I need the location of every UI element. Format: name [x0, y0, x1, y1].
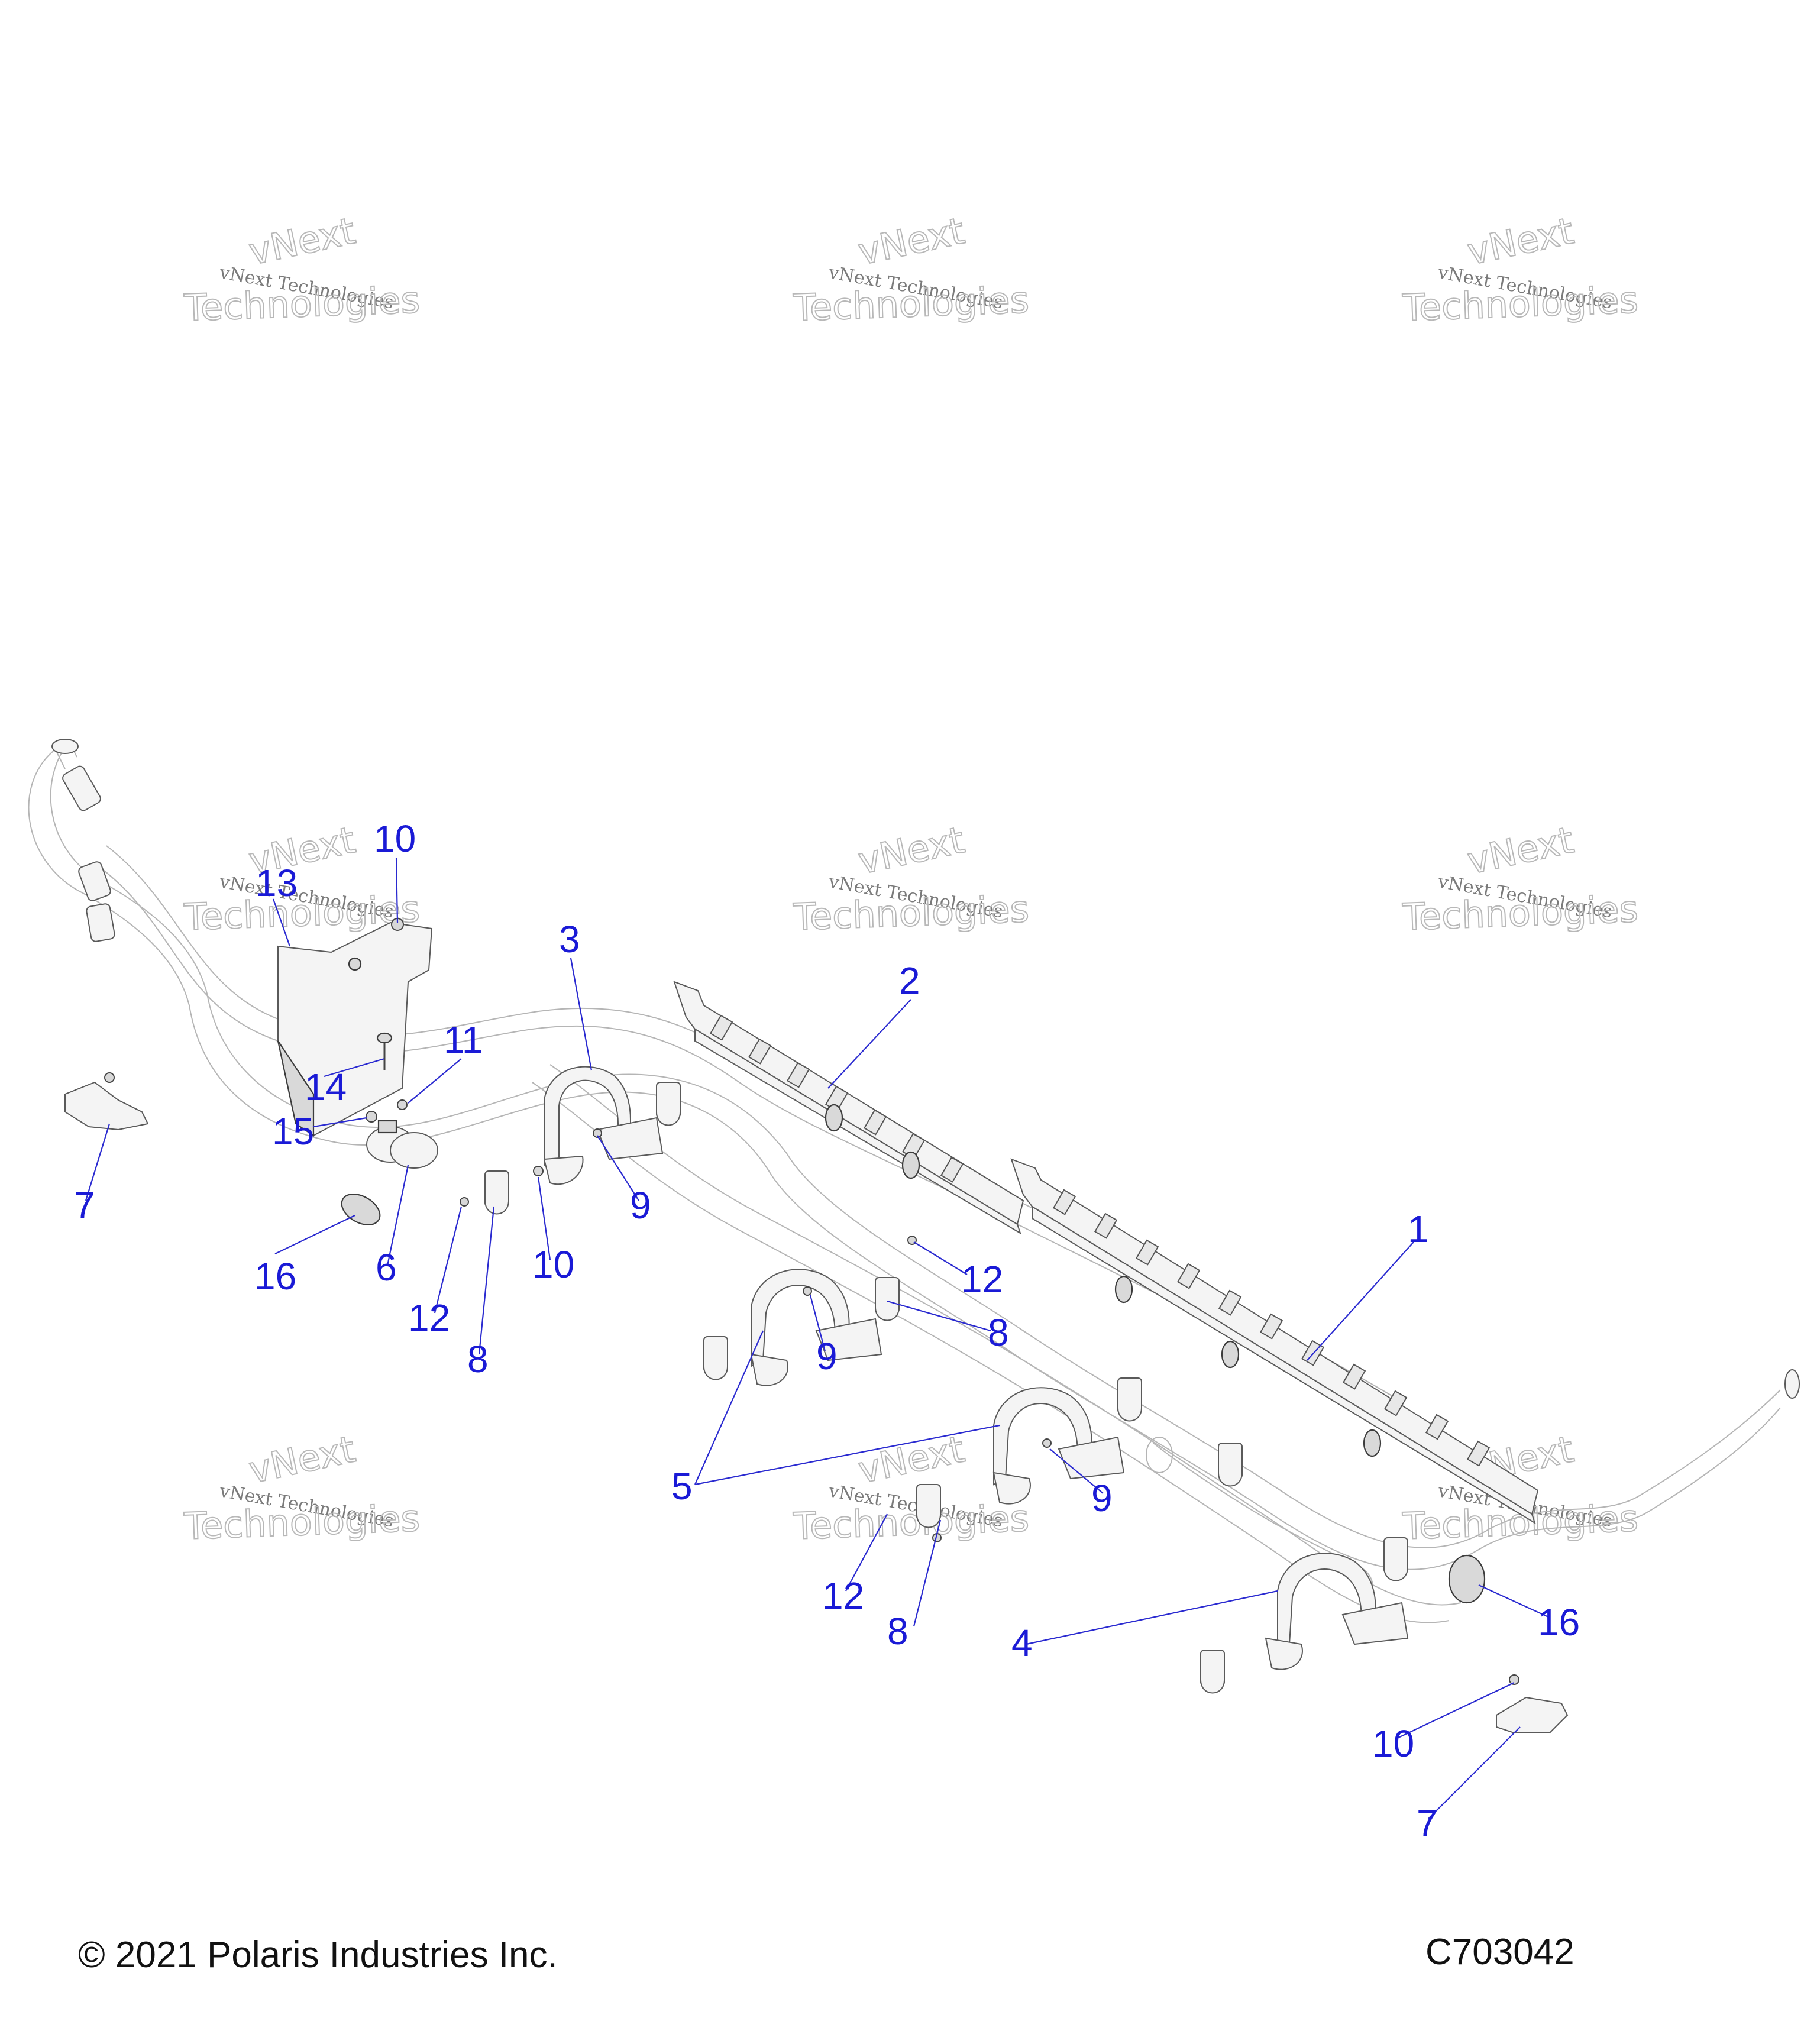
- bumper-7-left: [64, 1081, 149, 1131]
- callout-7-left: 7: [74, 1184, 95, 1227]
- copyright-text: © 2021 Polaris Industries Inc.: [78, 1935, 558, 1975]
- watermark-vnext: vNext: [245, 209, 359, 273]
- callout-5: 5: [671, 1465, 693, 1508]
- watermark-vnext: vNext: [1464, 209, 1577, 273]
- watermark-technologies: Technologies: [1401, 278, 1639, 329]
- gasket-16-right: [1448, 1554, 1486, 1604]
- watermark-technologies: Technologies: [792, 1496, 1030, 1548]
- watermark-technologies: Technologies: [792, 887, 1030, 939]
- watermark-technologies: Technologies: [183, 1496, 421, 1548]
- watermark-technologies: Technologies: [792, 278, 1030, 329]
- hanger-straps: [543, 1066, 1409, 1670]
- leader-lines: [85, 857, 1550, 1819]
- hanger-strap-5b: [992, 1387, 1125, 1505]
- bumper-7-right: [1496, 1696, 1569, 1733]
- mounting-rail-right: [1010, 1158, 1539, 1525]
- callout-4: 4: [1011, 1622, 1033, 1664]
- band-clamp: [366, 1120, 438, 1169]
- watermark-vnext: vNext: [245, 1427, 359, 1492]
- callout-1: 1: [1408, 1208, 1429, 1250]
- hanger-strap-3: [543, 1066, 664, 1185]
- callout-8-mid: 8: [988, 1311, 1009, 1354]
- watermark-vnext: vNext: [855, 209, 968, 273]
- watermark-vnext: vNext: [1464, 818, 1577, 882]
- callout-16-right: 16: [1538, 1601, 1580, 1644]
- callout-10-top: 10: [374, 817, 416, 860]
- callout-16-left: 16: [254, 1255, 296, 1298]
- heat-shield: [277, 921, 433, 1137]
- callout-8-lower: 8: [887, 1610, 908, 1652]
- hanger-strap-4: [1265, 1553, 1409, 1670]
- figure-id: C703042: [1425, 1932, 1574, 1972]
- clamps: [484, 1082, 1408, 1694]
- fasteners: [104, 918, 1519, 1685]
- callout-9-upper: 9: [630, 1184, 651, 1227]
- watermark-vnext: vNext: [855, 1427, 968, 1492]
- callout-9-lower: 9: [1091, 1477, 1113, 1519]
- callout-12-left: 12: [408, 1296, 450, 1339]
- callout-2: 2: [899, 959, 920, 1002]
- callout-10-right: 10: [1372, 1722, 1414, 1765]
- callout-11: 11: [444, 1018, 483, 1061]
- watermark-technologies: Technologies: [1401, 887, 1639, 939]
- callout-15: 15: [272, 1110, 314, 1153]
- callout-labels: 1 2 3 4 5 6 7 7 8 8 8 9 9 9 10 10 10 11 …: [74, 817, 1580, 1845]
- callout-3: 3: [559, 918, 580, 960]
- mounting-rail-left: [673, 981, 1024, 1235]
- watermark-technologies: Technologies: [183, 278, 421, 329]
- callout-12-lower: 12: [822, 1574, 864, 1617]
- watermark-vnext: vNext: [855, 818, 968, 882]
- callout-9-mid: 9: [816, 1335, 838, 1377]
- callout-13: 13: [256, 862, 298, 904]
- callout-7-right: 7: [1417, 1802, 1438, 1845]
- hanger-strap-5a: [750, 1269, 882, 1386]
- callout-8-left: 8: [467, 1338, 489, 1380]
- callout-10-mid: 10: [532, 1243, 574, 1286]
- watermark-layer: vNext vNext Technologies Technologies vN…: [182, 208, 1640, 1548]
- callout-12-mid: 12: [961, 1258, 1003, 1301]
- callout-14: 14: [305, 1066, 347, 1108]
- gasket-16-left: [341, 1194, 381, 1225]
- callout-6: 6: [376, 1246, 397, 1289]
